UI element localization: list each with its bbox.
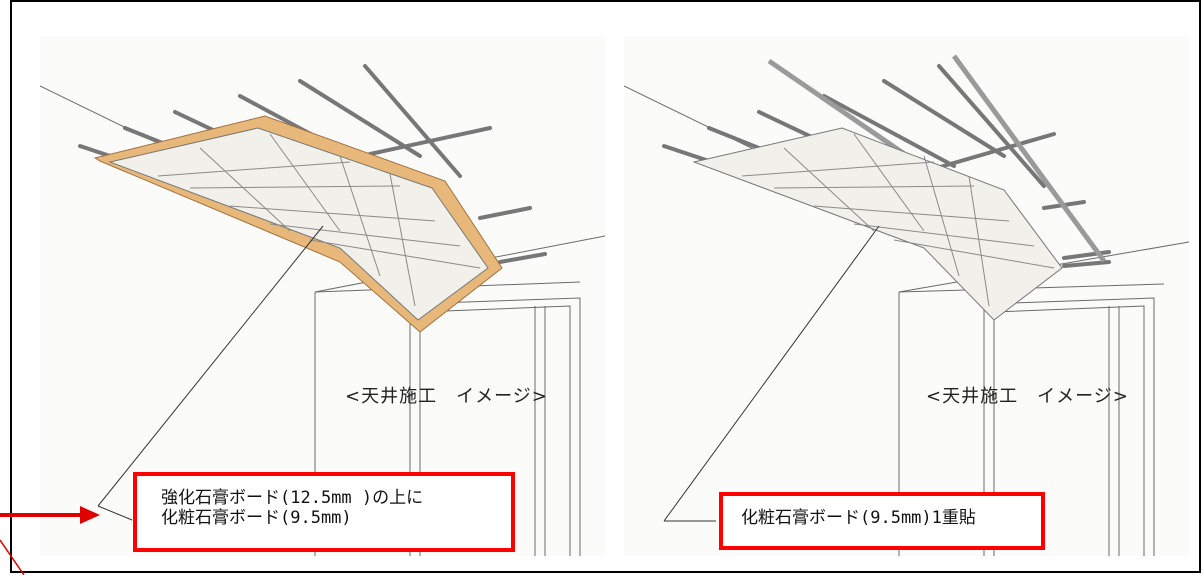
right-ceiling-drawing (624, 54, 1189, 556)
right-label-text: 化粧石膏ボード(9.5mm)1重貼 (741, 508, 976, 528)
left-label-line2: 化粧石膏ボード(9.5mm) (161, 508, 352, 528)
right-label-box: 化粧石膏ボード(9.5mm)1重貼 (719, 492, 1045, 550)
right-ceiling-illustration: <天井施工 イメージ> (624, 36, 1189, 556)
left-ceiling-drawing (40, 64, 605, 556)
left-caption: <天井施工 イメージ> (345, 386, 548, 407)
left-label-line1: 強化石膏ボード(12.5mm )の上に (161, 488, 424, 508)
right-caption: <天井施工 イメージ> (926, 386, 1129, 407)
left-label-box: 強化石膏ボード(12.5mm )の上に 化粧石膏ボード(9.5mm) (133, 472, 515, 552)
left-ceiling-illustration: <天井施工 イメージ> (40, 36, 605, 556)
